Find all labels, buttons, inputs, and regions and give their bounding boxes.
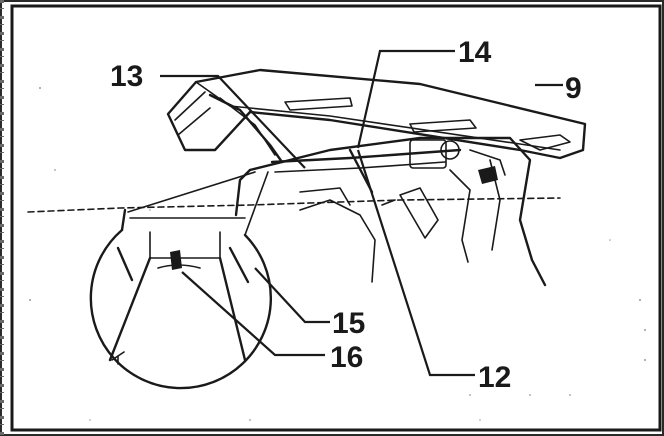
cutaway-line xyxy=(27,197,561,213)
leader-lines xyxy=(160,49,563,377)
headliner xyxy=(234,136,547,287)
callout-15: 15 xyxy=(332,307,365,340)
callout-14: 14 xyxy=(458,36,492,69)
callout-16: 16 xyxy=(330,341,363,374)
scan-noise xyxy=(29,87,646,421)
electrical-connector xyxy=(381,139,506,239)
callout-12: 12 xyxy=(478,361,511,394)
detail-magnifier xyxy=(89,171,273,390)
callout-13: 13 xyxy=(110,60,143,93)
callout-9: 9 xyxy=(565,72,582,105)
